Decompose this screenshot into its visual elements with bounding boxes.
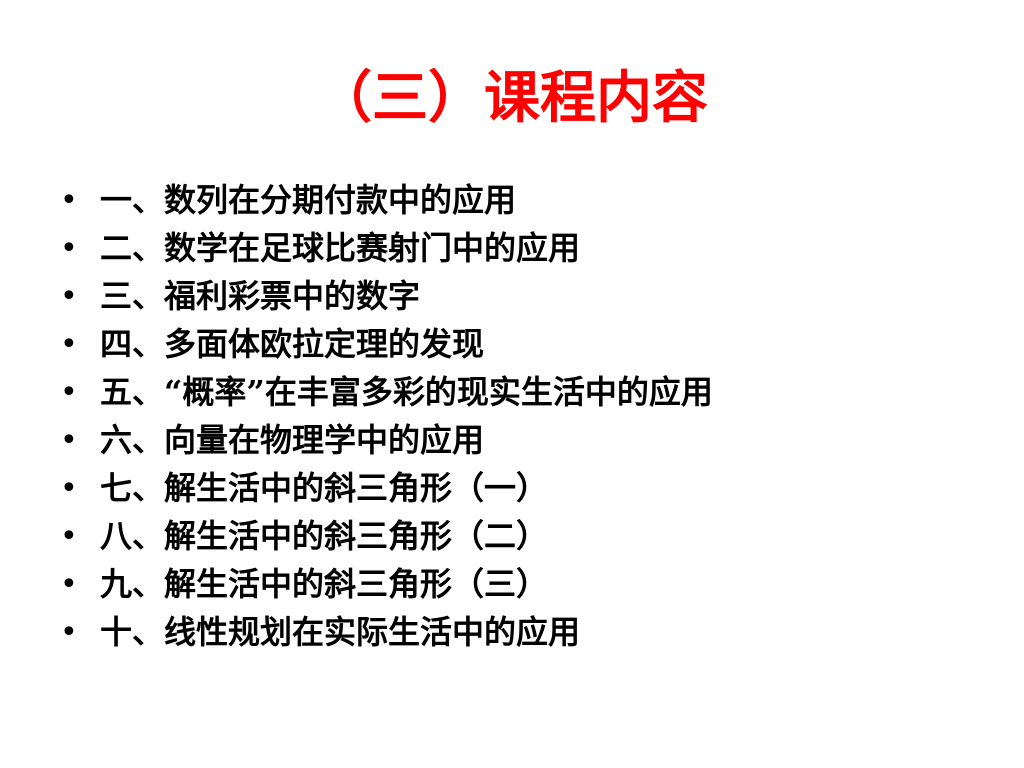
list-item: • 五、“概率”在丰富多彩的现实生活中的应用 <box>56 368 996 416</box>
course-content-list: • 一、数列在分期付款中的应用 • 二、数学在足球比赛射门中的应用 • 三、福利… <box>56 176 996 656</box>
bullet-icon: • <box>60 230 78 266</box>
bullet-icon: • <box>60 182 78 218</box>
list-item-label: 六、向量在物理学中的应用 <box>100 421 485 459</box>
bullet-icon: • <box>60 518 78 554</box>
list-item: • 七、解生活中的斜三角形（一） <box>56 464 996 512</box>
bullet-icon: • <box>60 422 78 458</box>
list-item: • 八、解生活中的斜三角形（二） <box>56 512 996 560</box>
list-item: • 十、线性规划在实际生活中的应用 <box>56 608 996 656</box>
list-item-label: 八、解生活中的斜三角形（二） <box>100 517 549 555</box>
bullet-icon: • <box>60 374 78 410</box>
bullet-icon: • <box>60 614 78 650</box>
list-item-label: 一、数列在分期付款中的应用 <box>100 181 517 219</box>
list-item-label: 十、线性规划在实际生活中的应用 <box>100 613 581 651</box>
list-item: • 一、数列在分期付款中的应用 <box>56 176 996 224</box>
list-item-label: 七、解生活中的斜三角形（一） <box>100 469 549 507</box>
bullet-icon: • <box>60 326 78 362</box>
list-item: • 四、多面体欧拉定理的发现 <box>56 320 996 368</box>
list-item-label: 三、福利彩票中的数字 <box>100 277 421 315</box>
list-item-label: 九、解生活中的斜三角形（三） <box>100 565 549 603</box>
list-item: • 九、解生活中的斜三角形（三） <box>56 560 996 608</box>
list-item-label: 四、多面体欧拉定理的发现 <box>100 325 485 363</box>
bullet-icon: • <box>60 470 78 506</box>
bullet-icon: • <box>60 566 78 602</box>
bullet-icon: • <box>60 278 78 314</box>
list-item: • 六、向量在物理学中的应用 <box>56 416 996 464</box>
list-item: • 二、数学在足球比赛射门中的应用 <box>56 224 996 272</box>
slide-title: （三）课程内容 <box>316 65 708 131</box>
list-item: • 三、福利彩票中的数字 <box>56 272 996 320</box>
list-item-label: 五、“概率”在丰富多彩的现实生活中的应用 <box>100 373 713 411</box>
list-item-label: 二、数学在足球比赛射门中的应用 <box>100 229 581 267</box>
